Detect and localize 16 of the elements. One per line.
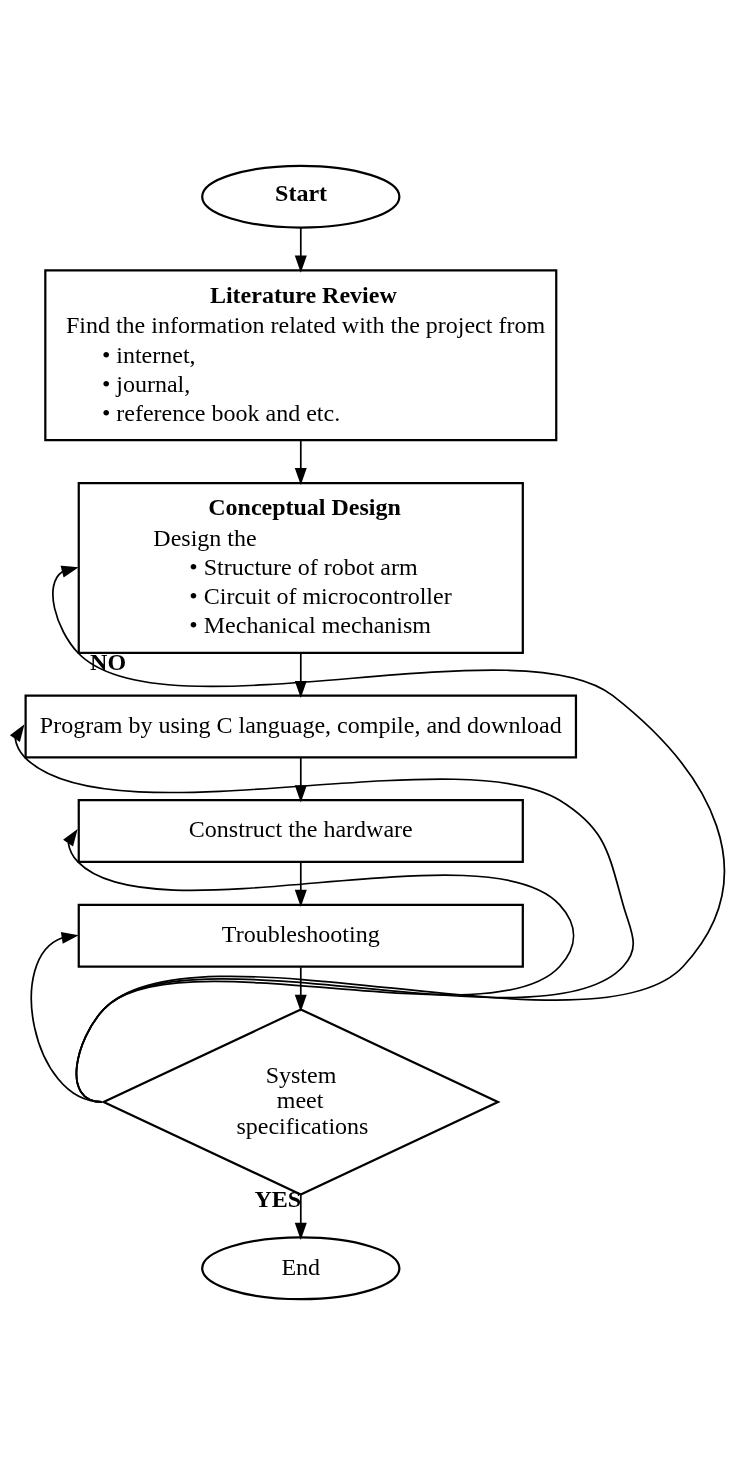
arrow [9,723,635,1103]
node-box: Program by using C language, compile, and download [24,694,578,758]
arrow [52,565,726,1103]
arrow [294,438,307,485]
node-box: Literature Review Find the information related with the project from • internet, • journal, • reference book and etc. [44,268,558,441]
node-box: Conceptual Design Design the • Structure of robot arm • Circuit of microcontroller • Mechanical mechanism [77,481,524,654]
node-box: Construct the hardware [77,798,524,863]
arrow [294,1193,307,1240]
node-box: Troubleshooting [77,903,524,968]
node-ellipse: Start [201,164,401,229]
node-ellipse: End [201,1235,401,1300]
arrow [63,828,575,1103]
arrow [294,226,307,273]
arrow [294,965,307,1012]
arrow [30,931,103,1103]
arrow [294,860,307,907]
